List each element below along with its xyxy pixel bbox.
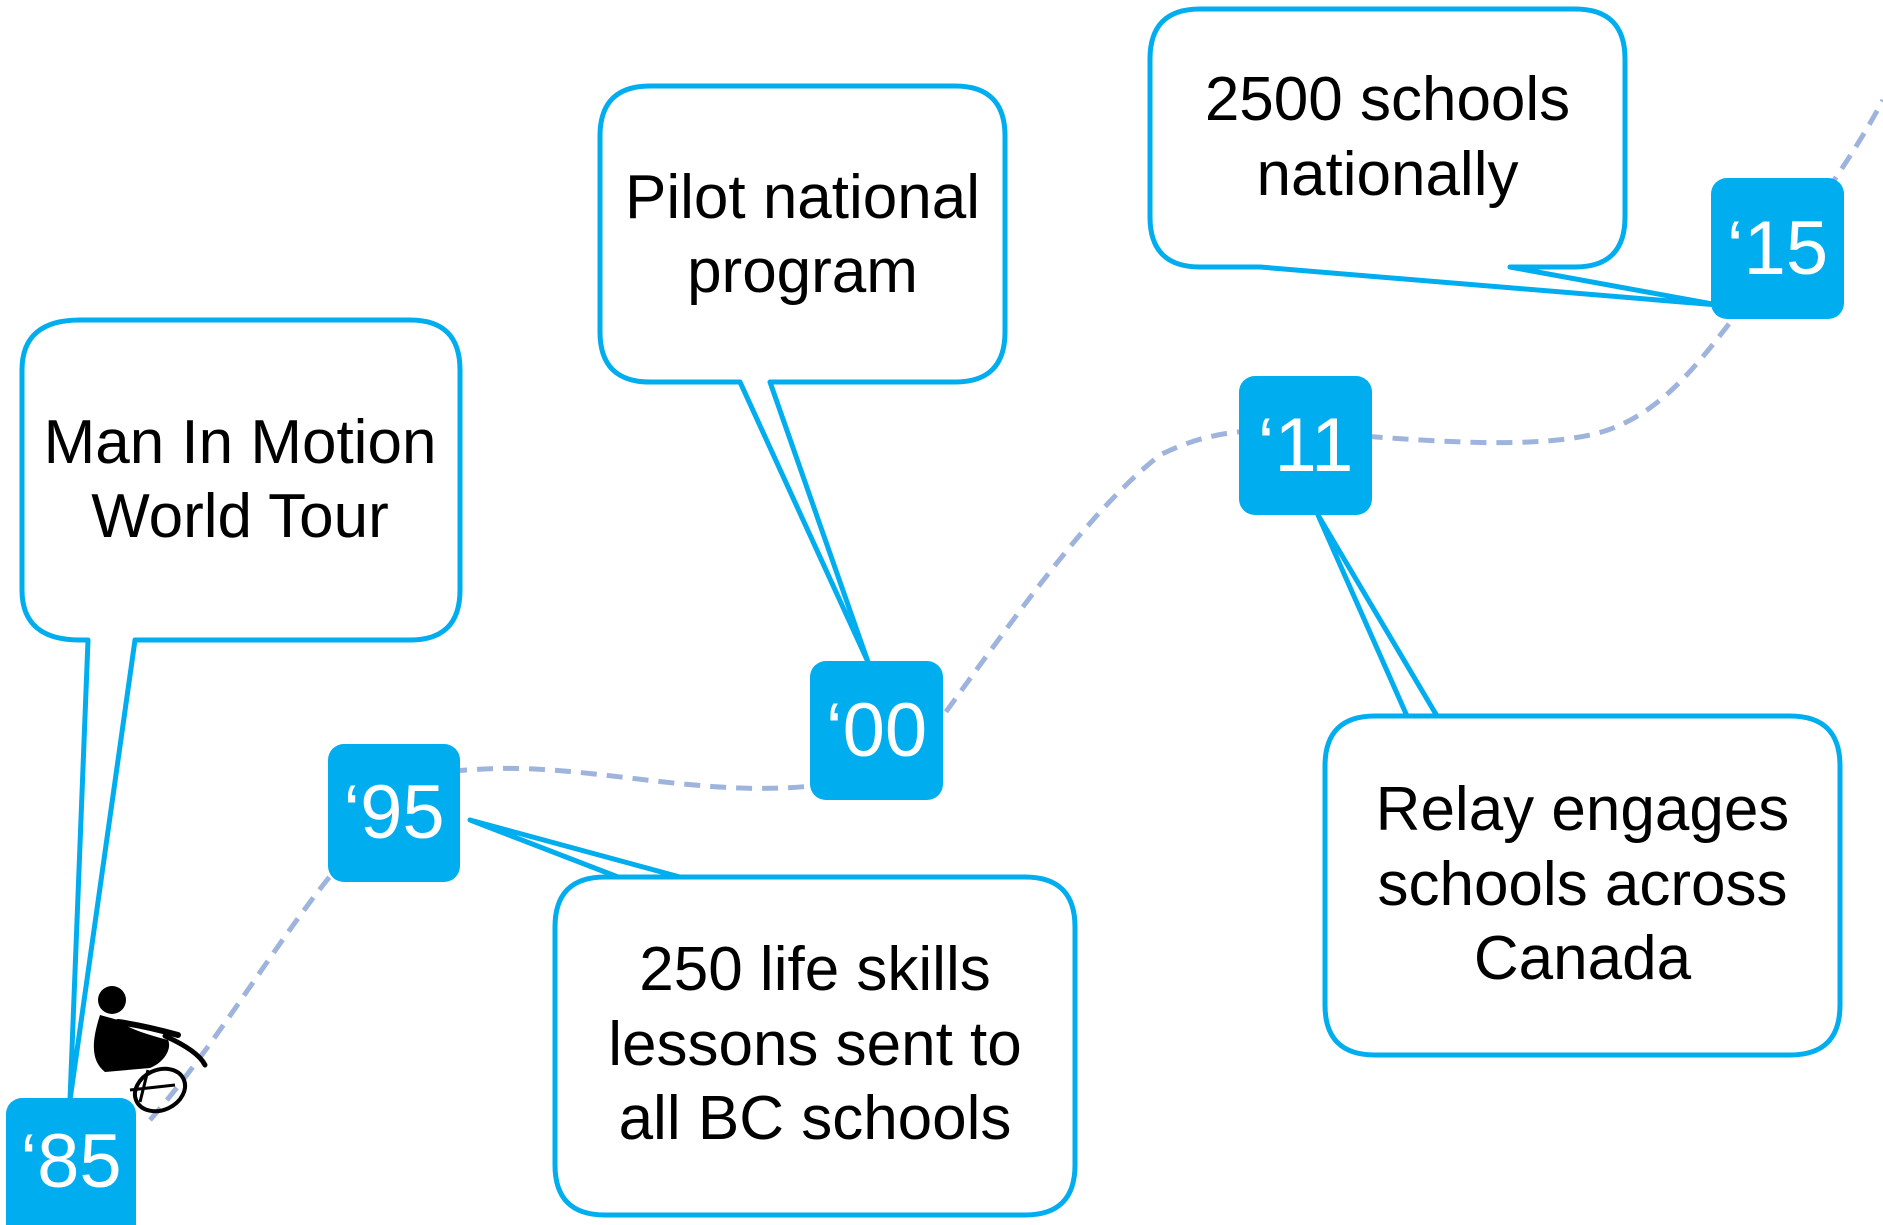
callout-bubble-95 xyxy=(467,817,1078,1218)
year-marker-15: ‘15 xyxy=(1711,178,1844,319)
callout-text-11: Relay engages schools across Canada xyxy=(1375,775,1790,994)
callout-text-15: 2500 schools nationally xyxy=(1204,65,1571,209)
callout-bubble-11 xyxy=(1315,512,1843,1058)
callout-bubble-15 xyxy=(1147,6,1721,308)
year-marker-95: ‘95 xyxy=(328,744,460,882)
callout-bubble-00 xyxy=(597,83,1008,665)
year-marker-85: ‘85 xyxy=(6,1098,136,1225)
wheelchair-athlete-icon xyxy=(93,986,208,1114)
year-marker-00: ‘00 xyxy=(810,661,943,800)
callout-bubble-85 xyxy=(19,317,463,1103)
callout-text-95: 250 life skills lessons sent to all BC s… xyxy=(608,935,1022,1154)
year-marker-11: ‘11 xyxy=(1239,376,1372,515)
callout-text-85: Man In Motion World Tour xyxy=(43,407,437,551)
callout-text-00: Pilot national program xyxy=(624,162,981,306)
